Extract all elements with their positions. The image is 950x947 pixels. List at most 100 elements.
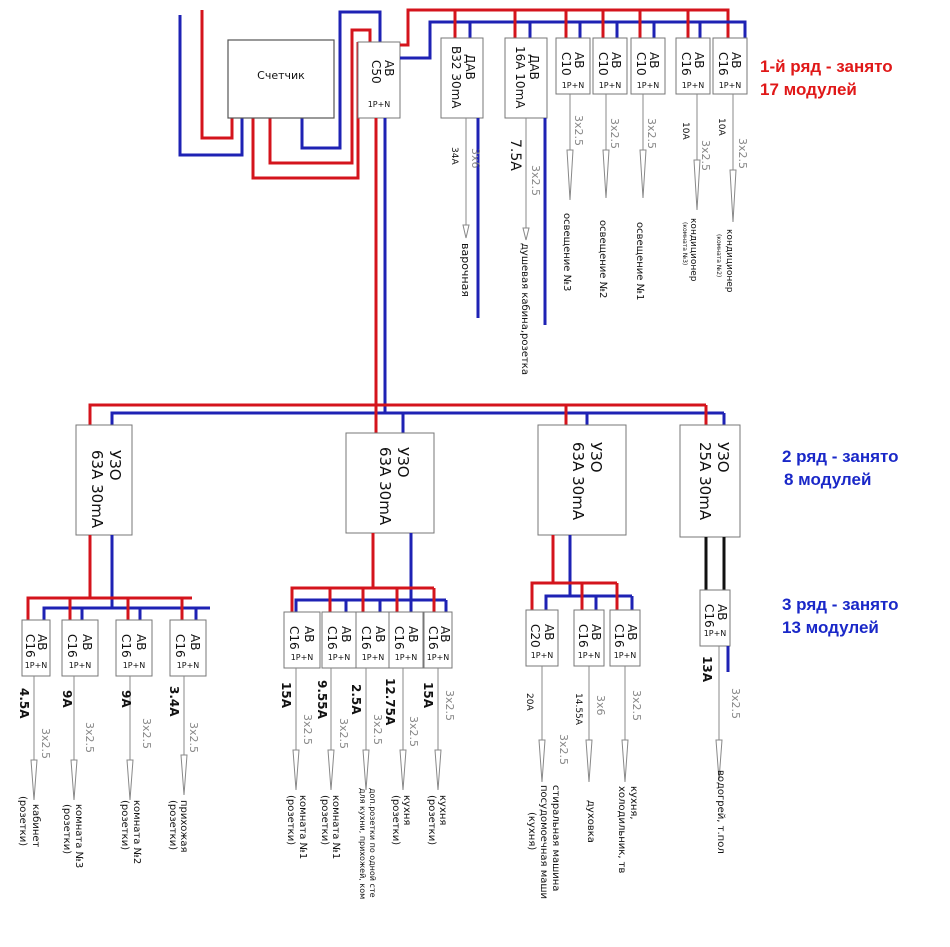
main-breaker <box>357 41 401 119</box>
g1b3-type: АВ <box>134 634 148 650</box>
main-breaker-rating: С50 <box>369 60 383 84</box>
g4b1-load: водогрей, т.пол <box>715 770 726 854</box>
row3-g1-breaker-4 <box>169 619 207 677</box>
rcd-3-rating: 63А 30mA <box>569 442 587 521</box>
row1-load-6-sub: (комната №3) <box>681 222 688 265</box>
g3b1-rating: С20 <box>528 624 542 648</box>
g4b1-poles: 1P+N <box>704 629 727 638</box>
row1-cable-1: 3х6 <box>469 148 482 169</box>
row3-group2: АВ С16 1P+N АВ С16 1P+N АВ С16 1P+N АВ С… <box>279 611 456 899</box>
row1-breaker-4-rating: С10 <box>596 52 610 76</box>
row1-cable-4: 3х2.5 <box>608 118 621 149</box>
g1b4-poles: 1P+N <box>177 661 200 670</box>
g1b4-current: 3.4A <box>167 686 181 717</box>
row1-load-4: освещение №2 <box>597 220 608 298</box>
row1-cable-2: 3х2.5 <box>529 165 542 196</box>
row1-breaker-1-type: ДАВ <box>463 54 477 80</box>
row3-bus <box>26 533 726 620</box>
g2b1-load-sub: (розетки) <box>285 795 296 845</box>
rcd-2 <box>345 432 435 534</box>
g4b1-rating: С16 <box>702 604 716 628</box>
g1b1-cable: 3х2.5 <box>39 728 52 759</box>
g2b4-rating: С16 <box>392 626 406 650</box>
row1-cable-6: 3х2.5 <box>699 140 712 171</box>
row1-breaker-3-rating: С10 <box>559 52 573 76</box>
g1b4-load-sub: (розетки) <box>167 800 178 850</box>
row1-annotations: 34А 3х6 варочная 7.5A 3х2.5 душевая каби… <box>449 115 749 375</box>
g1b1-rating: С16 <box>23 634 37 658</box>
g1b3-current: 9A <box>119 690 133 708</box>
g2b1-load: комната №1 <box>297 795 308 859</box>
row3-g3-breaker-3 <box>609 609 641 667</box>
g2b2-type: АВ <box>339 626 353 642</box>
g2b1-rating: С16 <box>287 626 301 650</box>
g1b2-rating: С16 <box>65 634 79 658</box>
g3b1-cable: 3х2.5 <box>557 734 570 765</box>
rcd-3 <box>537 424 627 536</box>
row3-group4: АВ С16 1P+N 13A 3х2.5 водогрей, т.пол <box>699 589 742 854</box>
row3-g2-breaker-5 <box>423 611 453 669</box>
row1-current-1: 34А <box>449 147 459 165</box>
row1-breaker-3 <box>555 37 591 95</box>
g1b3-load: комната №2 <box>131 800 142 864</box>
row3-note-line2: 13 модулей <box>782 618 879 637</box>
meter-box <box>227 39 335 119</box>
g1b2-poles: 1P+N <box>69 661 92 670</box>
row1-bus <box>400 8 747 60</box>
row2-rcds: УЗО 63А 30mA УЗО 63А 30mA УЗО 63А 30mA У… <box>75 424 741 538</box>
main-breaker-poles: 1P+N <box>368 100 391 109</box>
row1-breaker-7-type: АВ <box>729 52 743 68</box>
row1-current-7: 10А <box>716 118 726 136</box>
g3b1-load-sub: посудомоечная маши <box>538 785 549 899</box>
row3-g1-breaker-2 <box>61 619 99 677</box>
g2b1-poles: 1P+N <box>291 653 314 662</box>
g2b4-current: 12.75A <box>383 678 397 726</box>
g3b1-current: 20А <box>524 693 534 711</box>
g1b4-type: АВ <box>188 634 202 650</box>
g3b2-poles: 1P+N <box>578 651 601 660</box>
g1b4-load: прихожая <box>178 800 189 853</box>
main-feeders <box>88 118 726 433</box>
g2b5-cable: 3х2.5 <box>443 690 456 721</box>
rcd-4-type: УЗО <box>714 442 732 473</box>
row1-load-1: варочная <box>459 243 472 297</box>
g2b5-poles: 1P+N <box>427 653 450 662</box>
row1-load-2: душевая кабина,розетка <box>519 243 530 375</box>
g1b1-load-sub: (розетки) <box>17 796 28 846</box>
row3-g3-breaker-1 <box>525 609 559 667</box>
g2b4-load: кухня <box>401 795 412 825</box>
row1-load-6: кондиционер <box>688 218 698 282</box>
rcd-2-type: УЗО <box>394 447 412 478</box>
g2b2-current: 9.55A <box>315 680 329 720</box>
g2b2-load-sub: (розетки) <box>319 795 330 845</box>
row3-g2-breaker-2 <box>321 611 357 669</box>
row1-cable-7: 3х2.5 <box>736 138 749 169</box>
g2b4-type: АВ <box>406 626 420 642</box>
row1-breaker-1 <box>440 37 484 119</box>
g3b1-type: АВ <box>542 624 556 640</box>
g2b3-current: 2.5A <box>349 684 363 715</box>
g3b3-load: кухня, <box>628 786 639 820</box>
g2b2-rating: С16 <box>325 626 339 650</box>
row1-breakers: ДАВ В32 30mA ДАВ 16А 10mA АВ С10 1P+N АВ… <box>440 37 748 119</box>
row1-current-2: 7.5A <box>507 139 523 171</box>
g3b2-cable: 3х6 <box>594 695 607 716</box>
g2b2-load: комната №1 <box>330 795 341 859</box>
row3-group1: АВ С16 1P+N АВ С16 1P+N АВ С16 1P+N АВ С… <box>17 619 207 868</box>
g3b3-cable: 3х2.5 <box>630 690 643 721</box>
rcd-1-type: УЗО <box>106 450 124 481</box>
row1-breaker-2 <box>504 37 548 119</box>
g1b1-type: АВ <box>35 634 49 650</box>
row1-cable-3: 3х2.5 <box>572 115 585 146</box>
row1-breaker-4-type: АВ <box>609 52 623 68</box>
incoming-wires <box>178 10 382 180</box>
row1-breaker-2-rating: 16А 10mA <box>513 46 527 109</box>
g1b2-load-sub: (розетки) <box>61 804 72 854</box>
row1-cables <box>462 94 737 325</box>
g3b2-rating: С16 <box>576 624 590 648</box>
g4b1-type: АВ <box>715 604 729 620</box>
row3-g2-breaker-1 <box>283 611 321 669</box>
g2b4-cable: 3х2.5 <box>407 716 420 747</box>
row1-load-3: освещение №3 <box>561 213 572 291</box>
g1b3-poles: 1P+N <box>123 661 146 670</box>
